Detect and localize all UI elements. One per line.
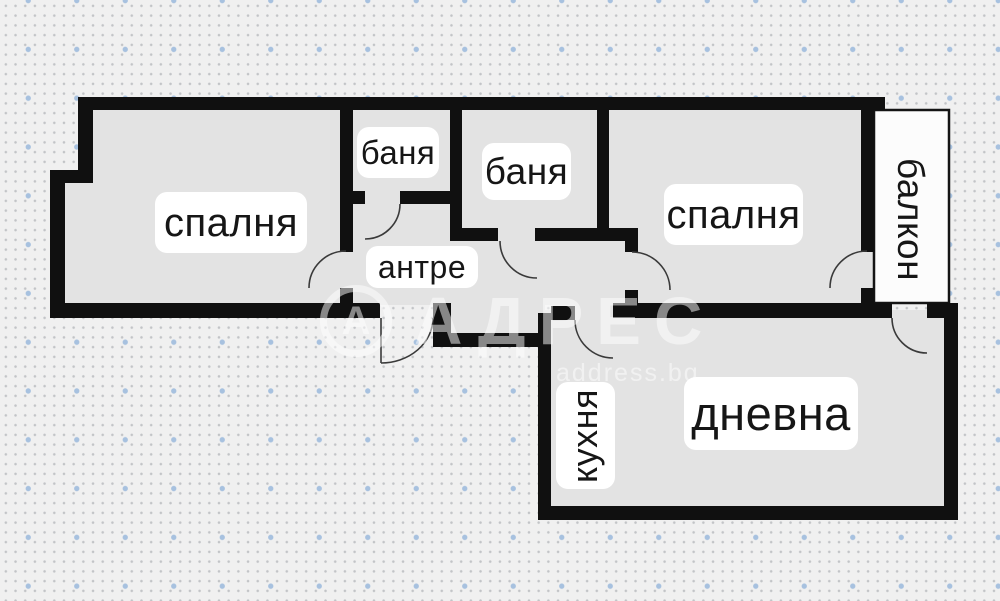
room-label-bedroom-2-text: спалня bbox=[666, 192, 801, 237]
door-arc-bath2 bbox=[499, 240, 538, 279]
wall-living-bottom bbox=[538, 506, 958, 520]
room-label-balcony-text: балкон bbox=[890, 157, 932, 281]
room-label-hallway: антре bbox=[366, 246, 478, 288]
room-label-bedroom-2: спалня bbox=[664, 184, 803, 245]
room-label-bath-2-text: баня bbox=[484, 151, 569, 192]
floor-hall-step bbox=[445, 300, 545, 336]
door-arc-bath1 bbox=[364, 203, 401, 240]
wall-bedroom2-right-stub bbox=[861, 288, 874, 305]
room-label-living-room: дневна bbox=[684, 377, 858, 450]
wall-left-upper bbox=[78, 97, 93, 183]
room-label-kitchen-text: кухня bbox=[564, 388, 606, 483]
wall-living-right bbox=[944, 303, 958, 520]
wall-bedroom2-left-stub-top bbox=[625, 241, 638, 252]
wall-bath2-bottom-right bbox=[535, 228, 638, 241]
wall-bottom-upper-section bbox=[50, 303, 380, 318]
room-label-bedroom-1: спалня bbox=[155, 192, 307, 253]
wall-hall-step bbox=[445, 333, 551, 347]
room-label-bath-1-text: баня bbox=[360, 134, 436, 171]
room-label-living-room-text: дневна bbox=[691, 387, 851, 440]
wall-living-top bbox=[613, 303, 892, 318]
wall-bedroom2-left-stub-bottom bbox=[625, 290, 638, 305]
room-label-balcony: балкон bbox=[883, 138, 939, 300]
wall-left-lower bbox=[50, 170, 65, 318]
room-label-bath-2: баня bbox=[482, 143, 571, 200]
door-arc-bedroom1 bbox=[308, 250, 347, 289]
wall-bedroom2-right-upper bbox=[861, 108, 874, 252]
door-arc-kitchen bbox=[574, 319, 614, 359]
room-label-hallway-text: антре bbox=[377, 249, 467, 285]
room-label-kitchen: кухня bbox=[556, 382, 615, 489]
wall-living-top-right bbox=[927, 303, 958, 318]
walls bbox=[50, 97, 958, 520]
wall-top bbox=[78, 97, 885, 110]
door-arc-entrance bbox=[380, 317, 434, 364]
room-label-bedroom-1-text: спалня bbox=[164, 200, 298, 245]
wall-bedroom1-right-upper bbox=[340, 110, 353, 252]
wall-bath-divider bbox=[450, 110, 462, 241]
door-arc-bedroom2 bbox=[631, 251, 671, 291]
wall-living-top-stub bbox=[551, 306, 575, 320]
wall-bath2-bottom-left bbox=[450, 228, 498, 241]
door-arc-balcony-bedroom2 bbox=[829, 250, 868, 289]
door-arcs bbox=[308, 203, 928, 364]
wall-kitchen-left bbox=[538, 313, 551, 513]
wall-bedroom1-right-stub bbox=[340, 288, 353, 305]
room-label-bath-1: баня bbox=[357, 127, 439, 178]
door-arc-balcony-living bbox=[891, 317, 928, 354]
wall-bedroom2-left-upper bbox=[597, 110, 609, 228]
wall-bath1-bottom-left bbox=[340, 191, 365, 204]
wall-bath1-bottom-right bbox=[400, 191, 455, 204]
